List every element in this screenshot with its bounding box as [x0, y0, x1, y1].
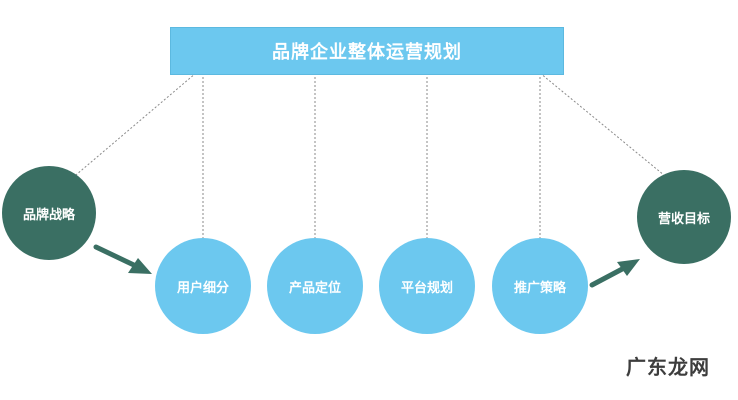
step-node-3: 平台规划	[379, 238, 475, 334]
end-node: 营收目标	[637, 170, 731, 264]
arrow-start-to-step-1	[93, 244, 152, 274]
title-bar: 品牌企业整体运营规划	[170, 27, 564, 75]
step-node-1-label: 用户细分	[176, 280, 229, 296]
step-node-4: 推广策略	[492, 238, 588, 334]
connector-title-to-start	[69, 72, 197, 181]
step-node-3-label: 平台规划	[400, 280, 453, 296]
step-node-2: 产品定位	[267, 238, 363, 334]
watermark: 广东龙网	[626, 355, 710, 379]
start-node-label: 品牌战略	[22, 207, 75, 223]
end-node-label: 营收目标	[657, 211, 710, 227]
step-node-1: 用户细分	[155, 238, 251, 334]
connector-title-to-end	[539, 72, 677, 186]
step-node-2-label: 产品定位	[288, 280, 341, 296]
arrow-step-4-to-end	[589, 259, 640, 288]
start-node: 品牌战略	[2, 166, 96, 260]
step-node-4-label: 推广策略	[513, 280, 566, 296]
